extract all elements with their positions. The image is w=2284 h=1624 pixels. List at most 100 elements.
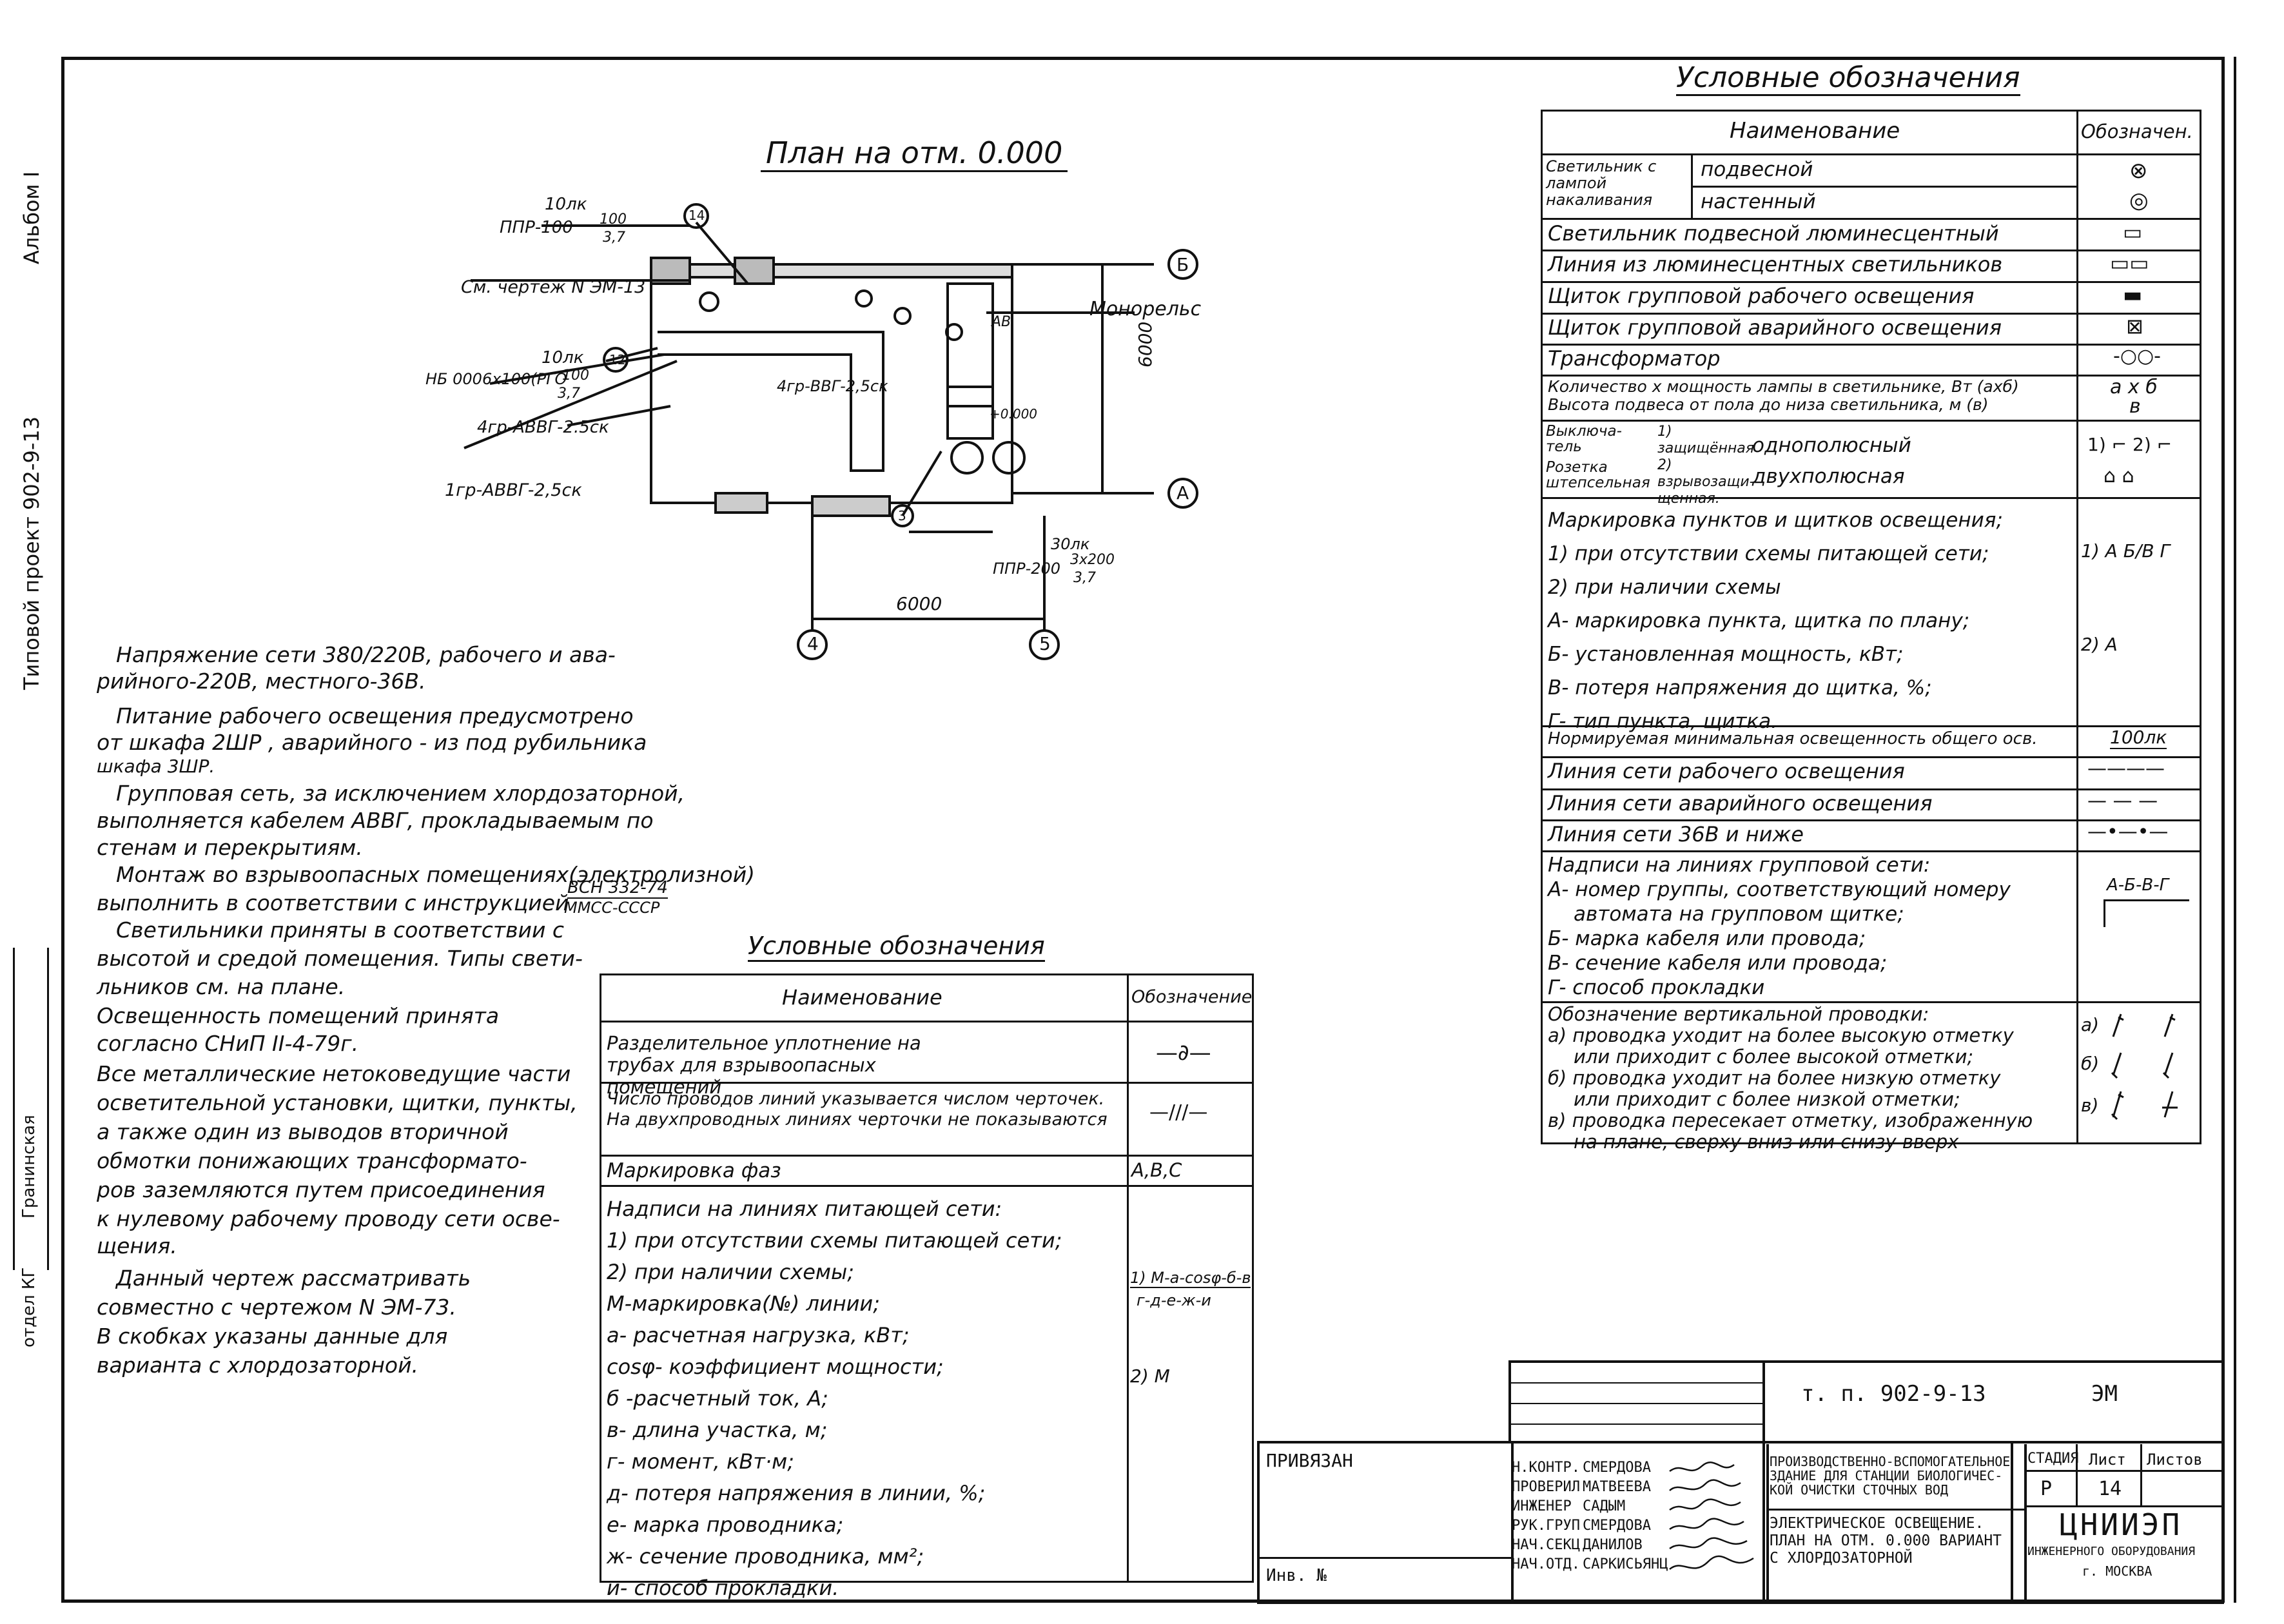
note-line: от шкафа 2ШР , аварийного - из под рубил… (97, 730, 647, 755)
note-line: выполнить в соответствии с инструкцией (97, 890, 569, 915)
tb-divider (2024, 1470, 2224, 1472)
legend2-table: Наименование Обозначен. Светильник с лам… (1541, 110, 2201, 1153)
group-sym-leader (2103, 899, 2189, 927)
legend2-divider (1543, 153, 2200, 155)
vertical-line: Обозначение вертикальной проводки: (1548, 1003, 1929, 1025)
person-name: СМЕРДОВА (1583, 1460, 1651, 1476)
stage-value: Р (2040, 1478, 2053, 1500)
side-stamp-project: Типовой проект 902-9-13 (19, 416, 44, 690)
note-line: согласно СНиП II-4-79г. (97, 1031, 359, 1056)
tb-divider (1762, 1363, 1765, 1443)
tb-divider (1511, 1423, 1762, 1425)
legend2-divider (1543, 788, 2200, 790)
role: НАЧ.ОТД. (1512, 1556, 1580, 1572)
note-line: В скобках указаны данные для (97, 1324, 448, 1349)
socket-label: Розетка штепсельная (1546, 459, 1650, 491)
legend2-divider (1543, 850, 2200, 852)
emergency-panel-icon: ⊠ (2126, 314, 2143, 338)
vertical-line: или приходит с более низкой отметки; (1574, 1088, 1960, 1110)
legend2-row-name: Линия сети рабочего освещения (1548, 759, 1905, 783)
vertical-line: в) проводка пересекает отметку, изображе… (1548, 1110, 2033, 1131)
tb-divider (2140, 1444, 2142, 1505)
legend2-divider (1543, 313, 2200, 315)
side-stamp-box (13, 948, 49, 1270)
legend1-row-name: Разделительное уплотнение на трубах для … (607, 1032, 921, 1098)
legend2-divider (1543, 249, 2200, 251)
tb-divider (2024, 1505, 2224, 1507)
roles-column: Н.КОНТР. ПРОВЕРИЛ ИНЖЕНЕР РУК.ГРУП НАЧ.С… (1512, 1458, 1580, 1574)
vertical-wiring-icons (2111, 1013, 2178, 1120)
lamp-pendant-label: подвесной (1701, 158, 1813, 181)
legend2-row-sym: а х б (2110, 376, 2158, 398)
names-column: СМЕРДОВА МАТВЕЕВА САДЫМ СМЕРДОВА ДАНИЛОВ… (1583, 1458, 1668, 1574)
legend1-title: Условные обозначения (748, 932, 1045, 962)
note-line: к нулевому рабочему проводу сети осве- (97, 1206, 560, 1231)
role: ПРОВЕРИЛ (1512, 1479, 1580, 1495)
title-block-upper: т. п. 902-9-13 ЭМ (1508, 1360, 2224, 1443)
legend2-divider (1543, 1001, 2200, 1003)
axis-b: Б (1176, 254, 1189, 275)
group-line: Г- способ прокладки (1548, 976, 1765, 999)
sheet-value: 14 (2098, 1478, 2122, 1500)
legend1-head-name: Наименование (782, 985, 942, 1010)
plan-label-l1c: 100 (600, 211, 627, 228)
legend1-row-sym: —///— (1149, 1101, 1208, 1124)
feed-line: д- потеря напряжения в линии, %; (607, 1481, 986, 1505)
marking-line: В- потеря напряжения до щитка, %; (1548, 676, 1932, 699)
marking-line: 2) при наличии схемы (1548, 576, 1781, 599)
legend2-row-name: Светильник подвесной люминесцентный (1548, 221, 1999, 246)
instruction-fraction-bottom: ММСС-СССР (564, 899, 660, 917)
person-name: САДЫМ (1583, 1498, 1626, 1514)
note-line: Напряжение сети 380/220В, рабочего и ава… (116, 642, 616, 667)
switch-label: Выключа-тель (1546, 423, 1622, 455)
plan-label-l1a: 10лк (545, 195, 587, 214)
legend2-title: Условные обозначения (1676, 61, 2020, 96)
note-line: Монтаж во взрывоопасных помещениях(элект… (116, 862, 756, 887)
tb-divider (1511, 1403, 1762, 1404)
group-line: автомата на групповом щитке; (1574, 903, 1904, 926)
bind-label: ПРИВЯЗАН (1266, 1450, 1353, 1471)
legend1-divider (601, 1021, 1252, 1022)
feed-line: ж- сечение проводника, мм²; (607, 1544, 924, 1569)
plan-label-l1b: ППР-100 (500, 218, 573, 237)
legend2-divider (1543, 725, 2200, 727)
legend2-divider (1543, 756, 2200, 758)
legend2-divider (1543, 819, 2200, 821)
legend2-row-name: Щиток групповой рабочего освещения (1548, 284, 1975, 308)
switch-single-pole: однополюсный (1752, 434, 1911, 457)
legend2-row-name: Линия сети 36В и ниже (1548, 822, 1804, 846)
wall-lamp-icon: ◎ (2129, 188, 2149, 213)
lamp-group-label: Светильник с лампой накаливания (1546, 157, 1657, 209)
tb-divider (1766, 1444, 1769, 1602)
plan-node-14: 14 (688, 208, 705, 223)
legend1-table: Наименование Обозначение Разделительное … (600, 973, 1254, 1600)
plan-label-l3d: 3,7 (558, 386, 580, 402)
feed-line: б -расчетный ток, А; (607, 1386, 828, 1411)
note-line: а также один из выводов вторичной (97, 1119, 509, 1144)
role: Н.КОНТР. (1512, 1460, 1580, 1476)
title-block: ПРИВЯЗАН Инв. № (1257, 1441, 2224, 1604)
note-line: шкафа 3ШР. (97, 756, 215, 777)
plan-dim-vertical: 6000 (1135, 321, 1156, 367)
note-line: рийного-220В, местного-36В. (97, 669, 426, 694)
vertical-sym-c: в) (2081, 1095, 2099, 1116)
legend2-divider (1543, 281, 2200, 283)
socket-two-pole: двухполюсная (1752, 465, 1905, 488)
work-line-icon: ———— (2087, 758, 2165, 780)
feed-line: г- момент, кВт·м; (607, 1449, 794, 1474)
legend2-row-name: Количество х мощность лампы в светильник… (1548, 377, 2019, 396)
legend2-divider (1543, 344, 2200, 346)
legend2-col-divider (2076, 112, 2078, 1142)
plan-label-l8b: ППР-200 (993, 560, 1061, 578)
tb-divider (2011, 1443, 2013, 1601)
emergency-line-icon: — — — (2087, 790, 2158, 812)
legend2-head-sym: Обозначен. (2081, 121, 2193, 142)
plan-label-l2: См. чертеж N ЭМ-13 (461, 277, 646, 297)
feed-sym-1b: г-д-е-ж-и (1137, 1291, 1211, 1309)
note-line: варианта с хлордозаторной. (97, 1353, 419, 1378)
legend1-divider (601, 1155, 1252, 1157)
legend1-row-name: Число проводов линий указывается числом … (607, 1089, 1108, 1130)
feed-line: cosφ- коэффициент мощности; (607, 1355, 944, 1379)
marking-line: Г- тип пункта, щитка. (1548, 710, 1777, 733)
tb-divider (1762, 1443, 1765, 1601)
